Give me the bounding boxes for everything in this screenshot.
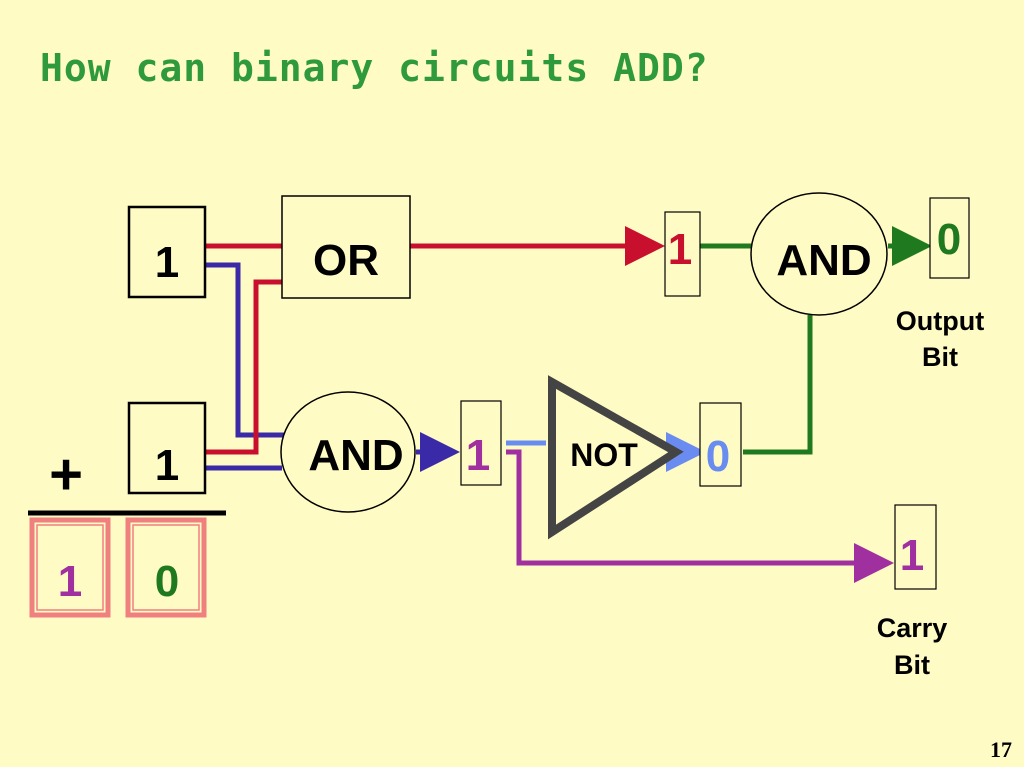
not-result-value: 0: [706, 432, 730, 481]
or-result-value: 1: [668, 225, 692, 274]
carry-bit-label-line1: Carry: [877, 613, 948, 643]
or-gate: [281, 195, 411, 299]
carry-bit-value: 1: [900, 531, 924, 580]
bottom-input-value: 1: [155, 441, 179, 490]
result-ones-value: 0: [155, 557, 179, 606]
wire-not-result-to-upper-and: [743, 315, 813, 455]
bottom-input-box: [127, 401, 207, 495]
upper-and-gate-label: AND: [776, 236, 871, 285]
result-tens-box-inner: [36, 524, 104, 611]
not-result-box: [699, 402, 742, 487]
top-input-value: 1: [155, 238, 179, 287]
carry-bit-box: [894, 504, 937, 590]
or-gate-label: OR: [313, 236, 379, 285]
wire-bottom-input-to-or: [198, 279, 282, 455]
output-bit-label-line1: Output: [896, 306, 984, 336]
upper-and-gate: [750, 192, 888, 316]
page-number: 17: [990, 737, 1012, 762]
result-ones-box-inner: [132, 524, 200, 611]
or-result-box: [664, 211, 701, 297]
carry-bit-label-line2: Bit: [894, 650, 930, 680]
wire-top-input-to-and: [205, 262, 290, 438]
output-bit-value: 0: [937, 215, 961, 264]
and-result-box: [460, 400, 502, 486]
output-bit-box: [929, 197, 970, 279]
not-gate-label: NOT: [570, 437, 638, 473]
lower-and-gate-label: AND: [308, 431, 403, 480]
top-input-box: [127, 205, 207, 299]
result-tens-value: 1: [58, 557, 82, 606]
and-result-value: 1: [466, 431, 490, 480]
plus-sign: +: [49, 442, 83, 507]
result-tens-box: [29, 517, 111, 618]
result-ones-box: [125, 517, 207, 618]
page-title: How can binary circuits ADD?: [40, 46, 709, 90]
not-gate: [548, 375, 684, 540]
wire-and-result-to-carry: [506, 449, 894, 583]
lower-and-gate: [280, 391, 416, 513]
output-bit-label-line2: Bit: [922, 342, 958, 372]
